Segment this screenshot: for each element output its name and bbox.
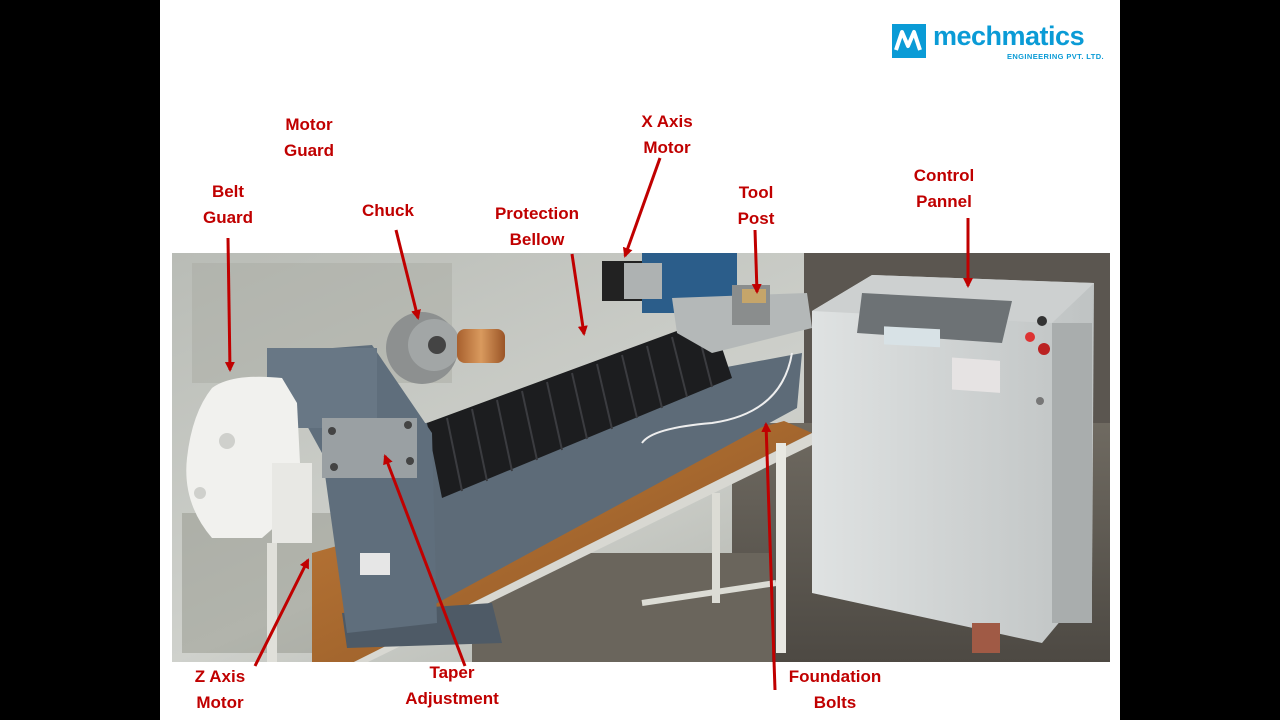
cable	[641, 352, 793, 444]
hmi-screen	[884, 326, 940, 348]
control-cabinet	[812, 275, 1094, 643]
panel-button	[1025, 332, 1035, 342]
panel-button	[1037, 316, 1047, 326]
hmi-keypad	[952, 357, 1000, 393]
label-x-axis-motor: X Axis Motor	[641, 112, 693, 157]
company-logo: mechmatics ENGINEERING PVT. LTD.	[892, 21, 1108, 64]
label-foundation-bolts: Foundation Bolts	[788, 667, 882, 712]
label-z-axis-motor: Z Axis Motor	[194, 667, 246, 712]
arrow-x-axis-motor	[622, 157, 662, 258]
label-belt-guard: Belt Guard	[202, 182, 254, 227]
machine-photo	[172, 253, 1110, 662]
plate-bolt	[404, 421, 412, 429]
cabinet-side	[1052, 323, 1092, 623]
slide: Motor Guard X Axis Motor Belt Guard Chuc…	[160, 0, 1120, 720]
table-leg	[776, 443, 786, 653]
label-chuck: Chuck	[362, 201, 414, 220]
plate-bolt	[328, 427, 336, 435]
belt-guard-hole	[194, 487, 206, 499]
label-motor-guard: Motor Guard	[283, 115, 335, 160]
label-tool-post: Tool Post	[737, 183, 775, 228]
brand-plate	[360, 553, 390, 575]
cabinet-foot	[972, 623, 1000, 653]
label-control-panel: Control Pannel	[913, 166, 975, 211]
table-leg	[712, 493, 720, 603]
panel-button	[1038, 343, 1050, 355]
motor-bracket	[272, 463, 312, 543]
table-brace	[641, 580, 777, 606]
plate-bolt	[406, 457, 414, 465]
plate-bolt	[330, 463, 338, 471]
belt-guard-hole	[219, 433, 235, 449]
label-protection-bellow: Protection Bellow	[494, 204, 580, 249]
logo-mark-icon	[892, 24, 926, 58]
brand-subtitle: ENGINEERING PVT. LTD.	[1006, 52, 1104, 61]
chuck-center	[428, 336, 446, 354]
x-axis-motor-cap	[624, 263, 662, 299]
tool-post-block	[742, 289, 766, 303]
label-taper-adjustment: Taper Adjustment	[405, 663, 499, 708]
brand-name: mechmatics	[933, 21, 1085, 51]
table-leg	[267, 543, 277, 662]
cabinet-lock	[1036, 397, 1044, 405]
workpiece	[457, 329, 505, 363]
